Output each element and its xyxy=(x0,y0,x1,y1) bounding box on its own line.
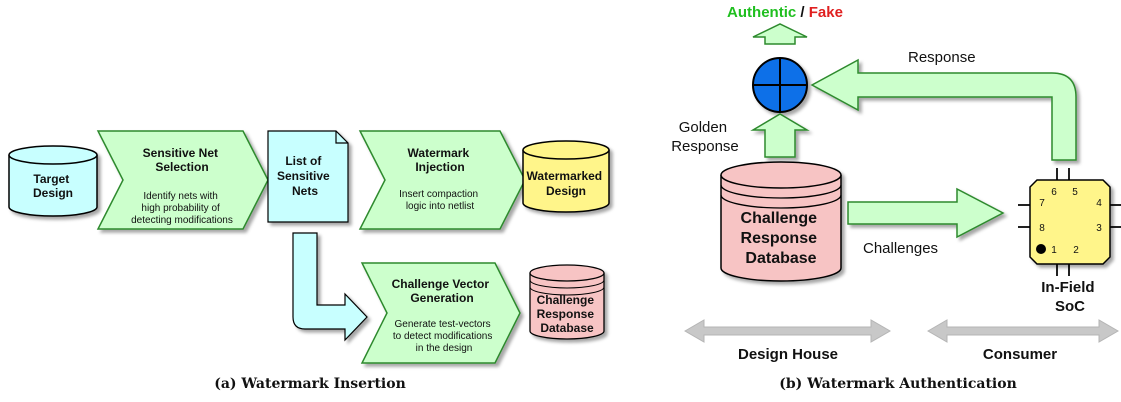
sensitive-net-selection-chevron xyxy=(96,130,269,230)
pin1-marker-icon xyxy=(1036,244,1046,254)
watermark-injection-title: Watermark Injection xyxy=(408,146,473,174)
crdb-small-cylinder xyxy=(529,264,605,340)
target-design-cylinder xyxy=(8,145,98,217)
watermarked-design-cylinder xyxy=(522,140,610,213)
challenges-label: Challenges xyxy=(863,240,938,257)
consumer-span-arrow xyxy=(927,319,1119,343)
svg-text:8: 8 xyxy=(1039,223,1045,234)
soc-chip-icon xyxy=(1018,168,1121,276)
svg-text:2: 2 xyxy=(1073,245,1079,256)
crdb-large-label: Challenge Response Database xyxy=(741,210,822,267)
sensitive-net-selection-desc: Identify nets with high probability of d… xyxy=(131,191,233,226)
challenge-vector-generation-title: Challenge Vector Generation xyxy=(392,277,493,305)
design-house-label: Design House xyxy=(738,346,838,363)
soc-pin-labels: 6 5 7 4 8 3 1 2 xyxy=(1039,187,1102,256)
document-to-challenge-arrow xyxy=(292,232,368,342)
response-label: Response xyxy=(908,49,976,66)
watermark-injection-desc: Insert compaction logic into netlist xyxy=(399,189,481,212)
svg-text:6: 6 xyxy=(1051,187,1057,198)
golden-response-up-arrow xyxy=(750,113,810,158)
caption-a: (a) Watermark Insertion xyxy=(214,376,406,392)
challenges-arrow xyxy=(847,187,1005,239)
response-arrow xyxy=(810,58,1077,161)
design-house-span-arrow xyxy=(684,319,891,343)
result-up-arrow xyxy=(752,23,808,45)
panel-a: Target Design Sensitive Net Selection Id… xyxy=(8,130,610,392)
golden-response-label: Golden Response xyxy=(671,119,739,155)
challenge-vector-generation-desc: Generate test-vectors to detect modifica… xyxy=(393,319,495,354)
soc-label: In-Field SoC xyxy=(1041,279,1099,315)
svg-text:3: 3 xyxy=(1096,223,1102,234)
svg-text:5: 5 xyxy=(1072,187,1078,198)
svg-text:4: 4 xyxy=(1096,198,1102,209)
crdb-small-label: Challenge Response Database xyxy=(537,293,598,335)
consumer-label: Consumer xyxy=(983,346,1057,363)
sensitive-nets-document-label: List of Sensitive Nets xyxy=(277,154,333,198)
sensitive-net-selection-title: Sensitive Net Selection xyxy=(143,146,222,174)
watermarked-design-label: Watermarked Design xyxy=(527,169,606,198)
panel-b: Authentic / Fake Golden Response Respons… xyxy=(671,4,1121,392)
comparator-icon xyxy=(752,57,808,113)
watermark-injection-chevron xyxy=(358,130,526,230)
caption-b: (b) Watermark Authentication xyxy=(779,376,1017,392)
auth-result-title: Authentic / Fake xyxy=(727,4,843,21)
crdb-large-cylinder xyxy=(720,161,842,282)
sensitive-nets-document xyxy=(267,130,349,223)
challenge-vector-generation-chevron xyxy=(360,262,521,364)
svg-text:7: 7 xyxy=(1039,198,1045,209)
target-design-label: Target Design xyxy=(33,172,73,200)
svg-text:1: 1 xyxy=(1051,245,1057,256)
